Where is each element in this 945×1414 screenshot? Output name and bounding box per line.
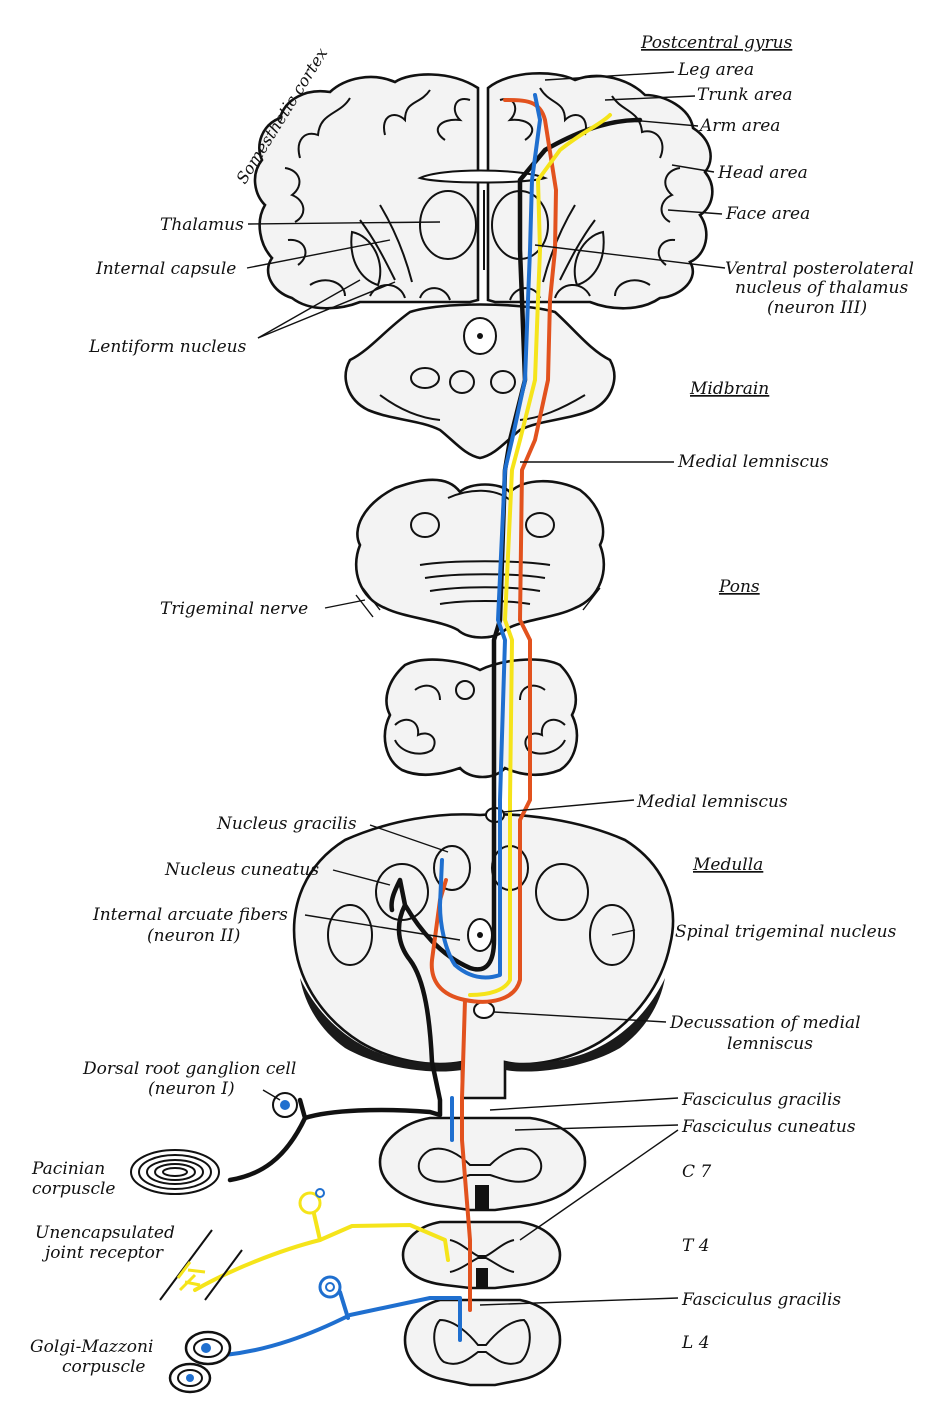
upper-medulla-section xyxy=(385,660,577,777)
drg-cell-blue xyxy=(320,1277,340,1297)
golgi-mazzoni-corpuscle xyxy=(170,1332,230,1392)
decussation-ellipse xyxy=(474,1002,494,1018)
medial-lemniscus-lower-label: Medial lemniscus xyxy=(636,792,788,812)
lower-medulla-outline xyxy=(294,814,673,1098)
drg-cell-yellow xyxy=(300,1189,324,1213)
leg-area-label: Leg area xyxy=(677,60,754,80)
internal-capsule-label: Internal capsule xyxy=(95,259,236,279)
pacinian-label-line2: corpuscle xyxy=(32,1179,115,1199)
brain-coronal-section xyxy=(255,73,712,308)
pacinian-corpuscle xyxy=(131,1150,219,1194)
drg-label-line1: Dorsal root ganglion cell xyxy=(82,1059,296,1079)
nucleus-cuneatus-label: Nucleus cuneatus xyxy=(164,860,319,880)
spinal-trigeminal-label: Spinal trigeminal nucleus xyxy=(675,922,897,942)
vpl-label-line3: (neuron III) xyxy=(767,298,867,318)
medulla-label: Medulla xyxy=(692,855,763,875)
pons-section xyxy=(356,480,604,638)
golgi-label-line1: Golgi-Mazzoni xyxy=(30,1337,153,1357)
midbrain-section xyxy=(346,305,615,459)
vpl-label-line1: Ventral posterolateral xyxy=(725,259,914,279)
fasciculus-cuneatus-label: Fasciculus cuneatus xyxy=(681,1117,856,1137)
internal-arcuate-label-line2: (neuron II) xyxy=(147,926,240,946)
fasciculus-gracilis-lower-label: Fasciculus gracilis xyxy=(681,1290,841,1310)
c7-label: C 7 xyxy=(682,1162,711,1182)
drg-cell-black xyxy=(273,1093,297,1117)
medial-lemniscus-upper-label: Medial lemniscus xyxy=(677,452,829,472)
decussation-label-line1: Decussation of medial xyxy=(669,1013,861,1033)
unencap-label-line2: joint receptor xyxy=(41,1243,164,1263)
head-area-label: Head area xyxy=(717,163,808,183)
pacinian-label-line1: Pacinian xyxy=(31,1159,105,1179)
trunk-area-label: Trunk area xyxy=(697,85,793,105)
fasciculus-gracilis-upper-label: Fasciculus gracilis xyxy=(681,1090,841,1110)
nucleus-gracilis-label: Nucleus gracilis xyxy=(216,814,357,834)
thalamus-label: Thalamus xyxy=(160,215,244,235)
golgi-label-line2: corpuscle xyxy=(62,1357,145,1377)
face-area-label: Face area xyxy=(725,204,810,224)
l4-label: L 4 xyxy=(681,1333,710,1353)
internal-arcuate-label-line1: Internal arcuate fibers xyxy=(92,905,288,925)
lower-medulla-section xyxy=(294,808,673,1098)
decussation-label-line2: lemniscus xyxy=(727,1034,813,1054)
drg-label-line2: (neuron I) xyxy=(148,1079,235,1099)
postcentral-gyrus-label: Postcentral gyrus xyxy=(640,33,793,53)
l4-outline xyxy=(405,1300,560,1385)
spinal-c7-section xyxy=(380,1118,585,1210)
lentiform-nucleus-label: Lentiform nucleus xyxy=(88,337,247,357)
vpl-label-line2: nucleus of thalamus xyxy=(735,278,908,298)
unencap-label-line1: Unencapsulated xyxy=(35,1223,175,1243)
upper-medulla-outline xyxy=(385,660,577,777)
trigeminal-nerve-label: Trigeminal nerve xyxy=(160,599,308,619)
midbrain-label: Midbrain xyxy=(689,379,769,399)
spinal-l4-section xyxy=(405,1300,560,1385)
arm-area-label: Arm area xyxy=(698,116,780,136)
pons-label: Pons xyxy=(718,577,760,597)
t4-label: T 4 xyxy=(682,1236,710,1256)
pons-outline xyxy=(356,480,604,638)
